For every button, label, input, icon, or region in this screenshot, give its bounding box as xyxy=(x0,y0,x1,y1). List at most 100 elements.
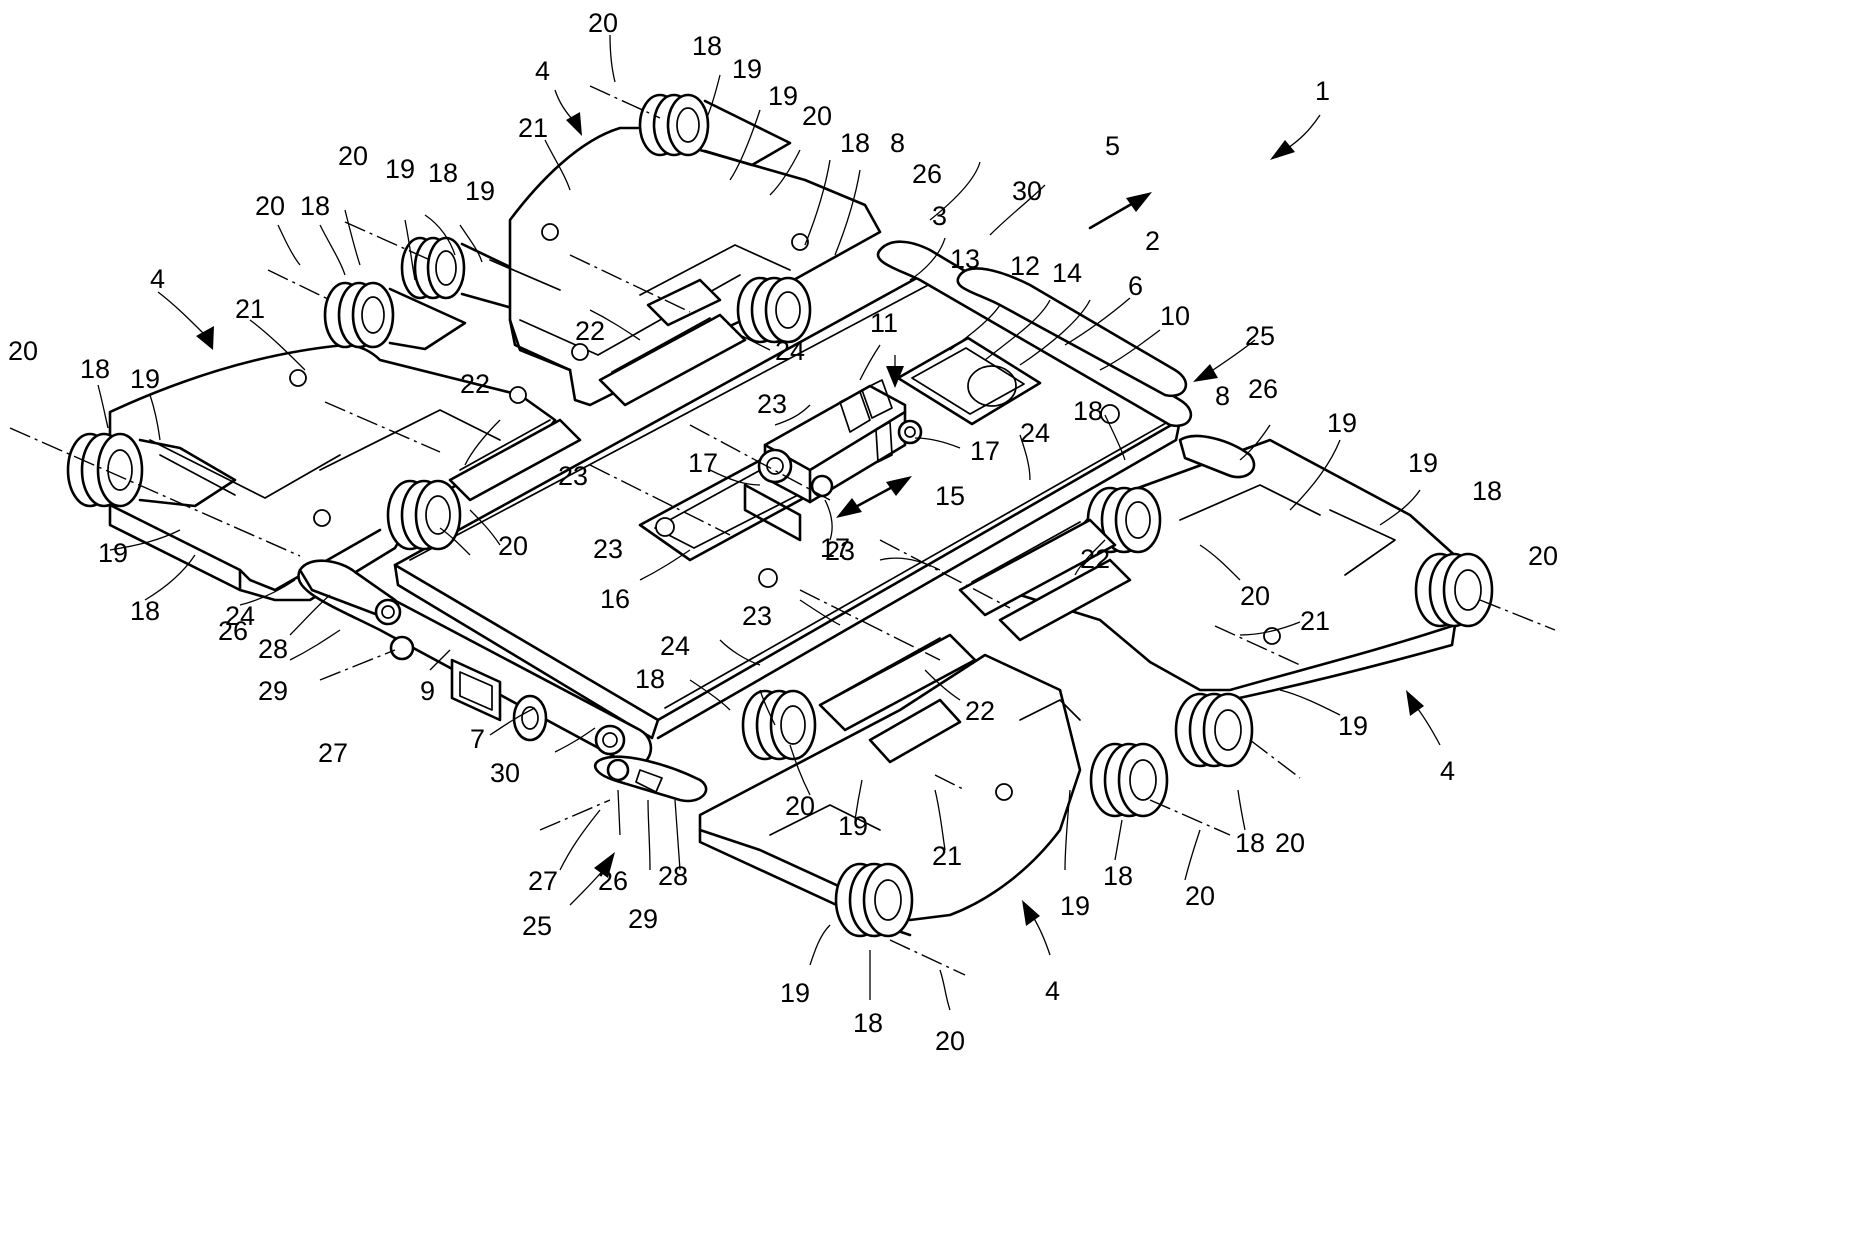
patent-drawing: 1 5 30 26 8 18 20 19 19 18 20 4 21 3 13 … xyxy=(8,8,1558,1056)
ref-19: 19 xyxy=(465,176,495,206)
ref-13: 13 xyxy=(950,244,980,274)
ref-18: 18 xyxy=(1472,476,1502,506)
ref-20: 20 xyxy=(935,1026,965,1056)
wheel-unit-lower-middle xyxy=(698,633,1254,938)
ref-22: 22 xyxy=(1080,544,1110,574)
ref-26: 26 xyxy=(218,616,248,646)
ref-2: 2 xyxy=(1145,226,1160,256)
ref-20: 20 xyxy=(1528,541,1558,571)
ref-1: 1 xyxy=(1315,76,1330,106)
ref-19: 19 xyxy=(1408,448,1438,478)
ref-20: 20 xyxy=(785,791,815,821)
ref-11: 11 xyxy=(870,308,898,338)
ref-20: 20 xyxy=(802,101,832,131)
ref-25: 25 xyxy=(522,911,552,941)
ref-23: 23 xyxy=(742,601,772,631)
ref-19: 19 xyxy=(98,538,128,568)
ref-3: 3 xyxy=(932,201,947,231)
ref-9: 9 xyxy=(420,676,435,706)
ref-22: 22 xyxy=(575,316,605,346)
arrow-5 xyxy=(1088,192,1152,230)
ref-18: 18 xyxy=(300,191,330,221)
ref-19: 19 xyxy=(732,54,762,84)
ref-18: 18 xyxy=(1073,396,1103,426)
ref-19: 19 xyxy=(385,154,415,184)
ref-20: 20 xyxy=(1240,581,1270,611)
ref-24: 24 xyxy=(225,601,255,631)
ref-17: 17 xyxy=(688,448,718,478)
ref-22: 22 xyxy=(460,369,490,399)
ref-17: 17 xyxy=(970,436,1000,466)
ref-18: 18 xyxy=(692,31,722,61)
ref-23: 23 xyxy=(825,536,855,566)
ref-18: 18 xyxy=(840,128,870,158)
ref-4: 4 xyxy=(150,264,165,294)
arrow-15 xyxy=(836,476,912,518)
ref-23: 23 xyxy=(558,461,588,491)
ref-4: 4 xyxy=(1440,756,1455,786)
ref-17: 17 xyxy=(820,533,850,563)
ref-18: 18 xyxy=(80,354,110,384)
ref-21: 21 xyxy=(518,113,548,143)
wheel-unit-lower-right xyxy=(958,438,1494,702)
ref-19: 19 xyxy=(780,978,810,1008)
ref-12: 12 xyxy=(1010,251,1040,281)
coupling-link-right xyxy=(876,240,1256,479)
ref-24: 24 xyxy=(775,336,805,366)
coupling-link-left xyxy=(297,559,708,803)
ref-8: 8 xyxy=(1215,381,1230,411)
ref-18: 18 xyxy=(853,1008,883,1038)
ref-28: 28 xyxy=(658,861,688,891)
ref-26: 26 xyxy=(1248,374,1278,404)
reference-numerals: 1 5 30 26 8 18 20 19 19 18 20 4 21 3 13 … xyxy=(8,8,1558,1056)
ref-27: 27 xyxy=(318,738,348,768)
ref-5: 5 xyxy=(1105,131,1120,161)
axes xyxy=(9,85,1556,976)
ref-8: 8 xyxy=(890,128,905,158)
ref-20: 20 xyxy=(1275,828,1305,858)
ref-24: 24 xyxy=(660,631,690,661)
ref-18: 18 xyxy=(130,596,160,626)
ref-20: 20 xyxy=(1185,881,1215,911)
ref-26: 26 xyxy=(912,159,942,189)
ref-21: 21 xyxy=(1300,606,1330,636)
ref-30: 30 xyxy=(490,758,520,788)
ref-19: 19 xyxy=(768,81,798,111)
ref-18: 18 xyxy=(1103,861,1133,891)
ref-29: 29 xyxy=(628,904,658,934)
lock-mechanism xyxy=(743,379,923,542)
ref-19: 19 xyxy=(1338,711,1368,741)
ref-20: 20 xyxy=(588,8,618,38)
ref-19: 19 xyxy=(838,811,868,841)
ref-7: 7 xyxy=(470,724,485,754)
wheel-unit-upper-left xyxy=(66,236,582,602)
ref-30: 30 xyxy=(1012,176,1042,206)
ref-4: 4 xyxy=(535,56,550,86)
ref-20: 20 xyxy=(498,531,528,561)
ref-16: 16 xyxy=(600,584,630,614)
ref-10: 10 xyxy=(1160,301,1190,331)
ref-24: 24 xyxy=(1020,418,1050,448)
ref-20: 20 xyxy=(338,141,368,171)
ref-20: 20 xyxy=(255,191,285,221)
ref-21: 21 xyxy=(235,294,265,324)
ref-26: 26 xyxy=(598,866,628,896)
ref-20: 20 xyxy=(8,336,38,366)
leader-lines xyxy=(97,34,1441,1011)
ref-23: 23 xyxy=(757,389,787,419)
ref-29: 29 xyxy=(258,676,288,706)
ref-19: 19 xyxy=(130,364,160,394)
ref-25: 25 xyxy=(1245,321,1275,351)
ref-4: 4 xyxy=(1045,976,1060,1006)
ref-27: 27 xyxy=(528,866,558,896)
ref-15: 15 xyxy=(935,481,965,511)
ref-23: 23 xyxy=(593,534,623,564)
ref-22: 22 xyxy=(965,696,995,726)
ref-18: 18 xyxy=(635,664,665,694)
ref-19: 19 xyxy=(1327,408,1357,438)
ref-28: 28 xyxy=(258,634,288,664)
wheel-unit-upper-middle xyxy=(489,93,882,407)
ref-6: 6 xyxy=(1128,271,1143,301)
ref-19: 19 xyxy=(1060,891,1090,921)
ref-21: 21 xyxy=(932,841,962,871)
